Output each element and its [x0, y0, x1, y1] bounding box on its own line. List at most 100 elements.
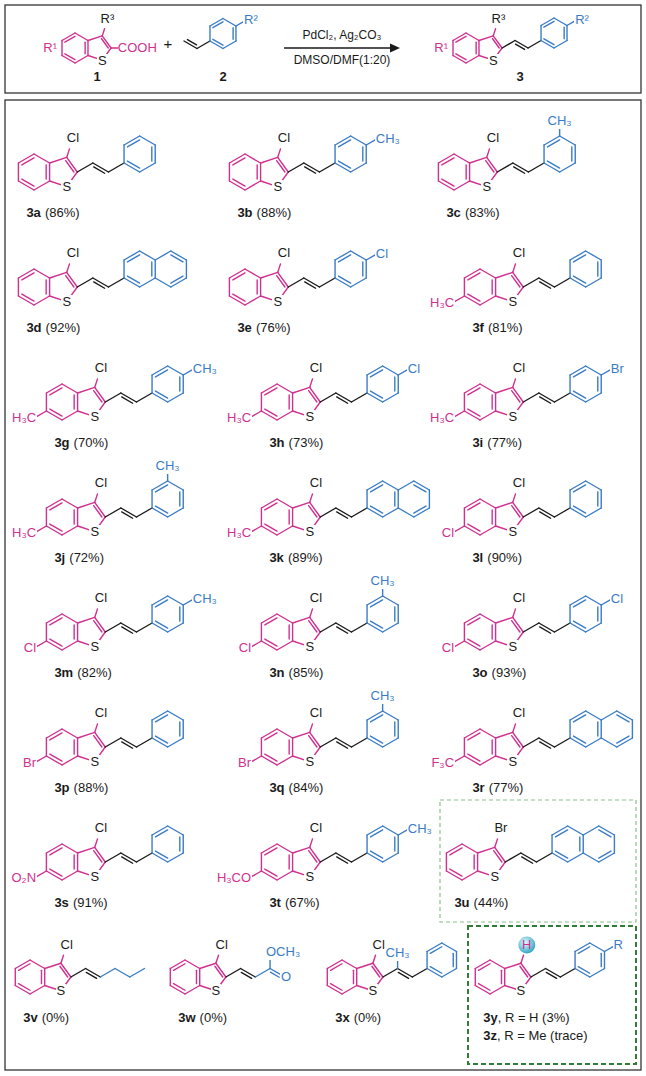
yield-label: (81%) — [488, 321, 523, 336]
bond-line — [362, 262, 363, 276]
bond-line — [155, 391, 167, 398]
bond-line — [466, 56, 479, 64]
compound-number: 3s — [54, 896, 68, 911]
bond-line — [46, 526, 62, 535]
bond-line — [46, 729, 62, 738]
bond-line — [583, 853, 599, 862]
bond-line — [569, 605, 570, 623]
bond-line — [171, 276, 183, 283]
bond-line — [168, 623, 184, 632]
bond-line — [50, 754, 62, 761]
bond-line — [18, 278, 19, 296]
bond-line — [464, 729, 480, 738]
bond-line — [77, 508, 78, 526]
bond-line — [277, 411, 293, 420]
yield-label: (72%) — [69, 551, 104, 566]
bond-line — [111, 47, 118, 48]
substituent-label: Cl — [441, 526, 455, 541]
atom-label: S — [61, 295, 72, 310]
bond-line — [61, 41, 62, 56]
bond-line — [337, 512, 348, 518]
bond-line — [319, 278, 335, 287]
bond-line — [599, 830, 611, 837]
bond-line — [523, 393, 539, 402]
bond-line — [62, 729, 78, 738]
bond-line — [136, 853, 152, 862]
bond-line — [292, 853, 293, 871]
bond-line — [573, 485, 585, 492]
bond-line — [536, 853, 552, 862]
substituent-label: H₃C — [429, 296, 455, 311]
bond-line — [223, 41, 236, 49]
bond-line — [50, 409, 62, 416]
bond-line — [179, 607, 180, 621]
bond-line — [278, 149, 281, 158]
bond-line — [151, 490, 152, 508]
bond-line — [495, 278, 496, 296]
substituent-label: CH₃ — [375, 132, 401, 147]
bond-line — [586, 481, 602, 490]
bond-line — [456, 36, 466, 42]
substituent-label: H — [522, 938, 531, 953]
bond-line — [174, 964, 185, 971]
bond-line — [512, 276, 520, 287]
bond-line — [45, 963, 61, 968]
bond-line — [261, 272, 278, 278]
bond-line — [366, 375, 367, 393]
substituent-label: R² — [574, 13, 590, 28]
bond-line — [501, 970, 502, 983]
bond-line — [260, 163, 261, 181]
bond-line — [383, 393, 399, 402]
bond-line — [540, 26, 541, 41]
bond-line — [233, 294, 245, 301]
bond-line — [309, 621, 317, 632]
bond-line — [233, 179, 245, 186]
bond-line — [570, 623, 586, 632]
bond-line — [256, 165, 257, 179]
bond-line — [478, 41, 479, 56]
bond-line — [277, 641, 293, 650]
atom-label: S — [97, 54, 108, 69]
bond-line — [171, 278, 187, 287]
bond-line — [22, 158, 34, 165]
bond-line — [570, 366, 586, 375]
bond-line — [601, 605, 602, 623]
bond-line — [41, 970, 42, 983]
bond-line — [438, 154, 454, 163]
bond-line — [46, 508, 47, 526]
bond-line — [46, 853, 47, 871]
bond-line — [394, 492, 395, 506]
bond-line — [265, 503, 277, 510]
bond-line — [46, 623, 47, 641]
compound-number: 3f — [472, 321, 484, 336]
bond-line — [540, 742, 551, 748]
bond-line — [470, 157, 487, 163]
substituent-label: H₃C — [11, 411, 37, 426]
substituent-label: Cl — [277, 246, 291, 261]
bond-line — [233, 273, 245, 280]
bond-line — [338, 140, 350, 147]
yield-label: (86%) — [45, 206, 80, 221]
bond-line — [50, 524, 62, 531]
bond-line — [597, 722, 598, 736]
bond-line — [487, 149, 490, 158]
bond-line — [37, 871, 46, 876]
bond-line — [570, 711, 586, 720]
bond-line — [337, 397, 348, 403]
bond-line — [478, 847, 495, 853]
bond-line — [547, 140, 559, 147]
bond-line — [456, 952, 457, 969]
substituent-label: Cl — [309, 706, 323, 721]
bond-line — [342, 960, 357, 969]
bond-line — [480, 641, 496, 650]
bond-line — [252, 756, 261, 761]
substituent-label: Cl — [23, 641, 37, 656]
bond-line — [366, 255, 375, 260]
substituent-label: H₃C — [11, 526, 37, 541]
bond-line — [122, 742, 133, 748]
bond-line — [466, 33, 479, 41]
bond-line — [452, 41, 453, 56]
bond-line — [310, 839, 313, 848]
bond-line — [554, 278, 570, 287]
bond-line — [270, 972, 279, 977]
